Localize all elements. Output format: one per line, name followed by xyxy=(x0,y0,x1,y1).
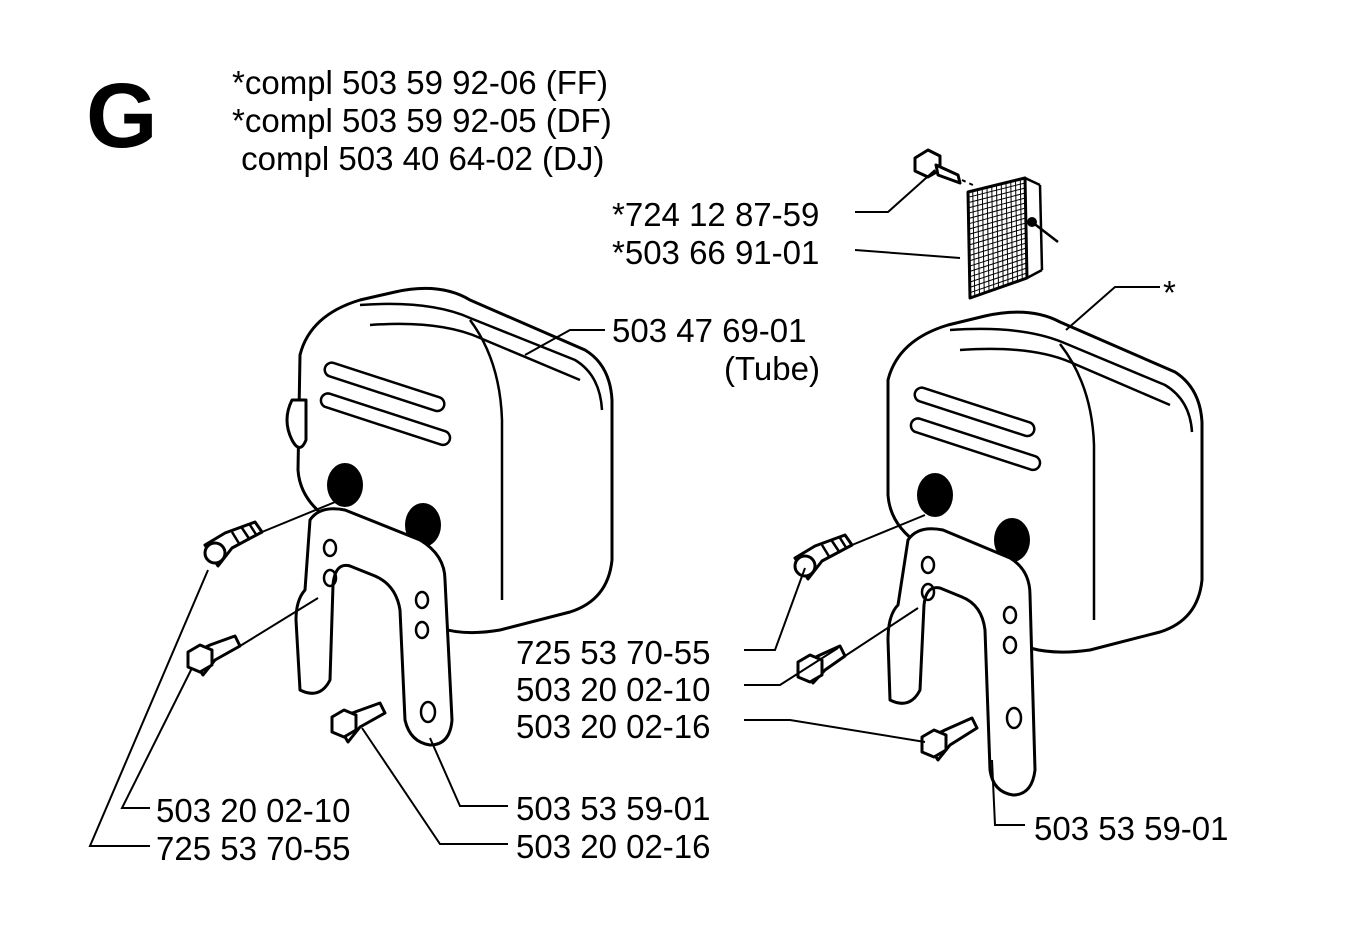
label-right-screw-c: 503 20 02-16 xyxy=(516,708,711,745)
spark-arrestor-screen xyxy=(966,176,1059,300)
label-left-screw-b: 503 20 02-10 xyxy=(156,792,351,829)
label-right-bracket: 503 53 59-01 xyxy=(1034,810,1229,847)
right-screw-upper xyxy=(793,533,854,581)
left-screw-lower xyxy=(330,701,387,744)
left-bracket xyxy=(294,507,454,747)
label-screen-screw: *724 12 87-59 xyxy=(612,196,820,233)
label-muffler-star: * xyxy=(1163,274,1176,311)
label-left-bracket: 503 53 59-01 xyxy=(516,790,711,827)
label-muffler-tube-note: (Tube) xyxy=(724,350,820,387)
left-screw-middle xyxy=(186,634,242,677)
right-bracket xyxy=(886,527,1037,797)
leader-lines xyxy=(88,169,1160,847)
label-left-screw-a: 725 53 70-55 xyxy=(156,830,351,867)
kit-line-ff: *compl 503 59 92-06 (FF) xyxy=(232,64,609,101)
label-right-screw-b: 503 20 02-10 xyxy=(516,671,711,708)
kit-line-df: *compl 503 59 92-05 (DF) xyxy=(232,102,612,139)
label-muffler-tube: 503 47 69-01 xyxy=(612,312,807,349)
kit-line-dj: compl 503 40 64-02 (DJ) xyxy=(232,140,605,177)
right-screw-lower xyxy=(920,716,979,762)
right-screw-middle xyxy=(796,644,847,685)
right-muffler xyxy=(886,310,1204,654)
label-left-screw-c: 503 20 02-16 xyxy=(516,828,711,865)
screen-screw xyxy=(913,148,976,187)
left-screw-upper xyxy=(203,520,264,568)
section-letter: G xyxy=(86,65,158,167)
label-right-screw-a: 725 53 70-55 xyxy=(516,634,711,671)
label-spark-screen: *503 66 91-01 xyxy=(612,234,820,271)
